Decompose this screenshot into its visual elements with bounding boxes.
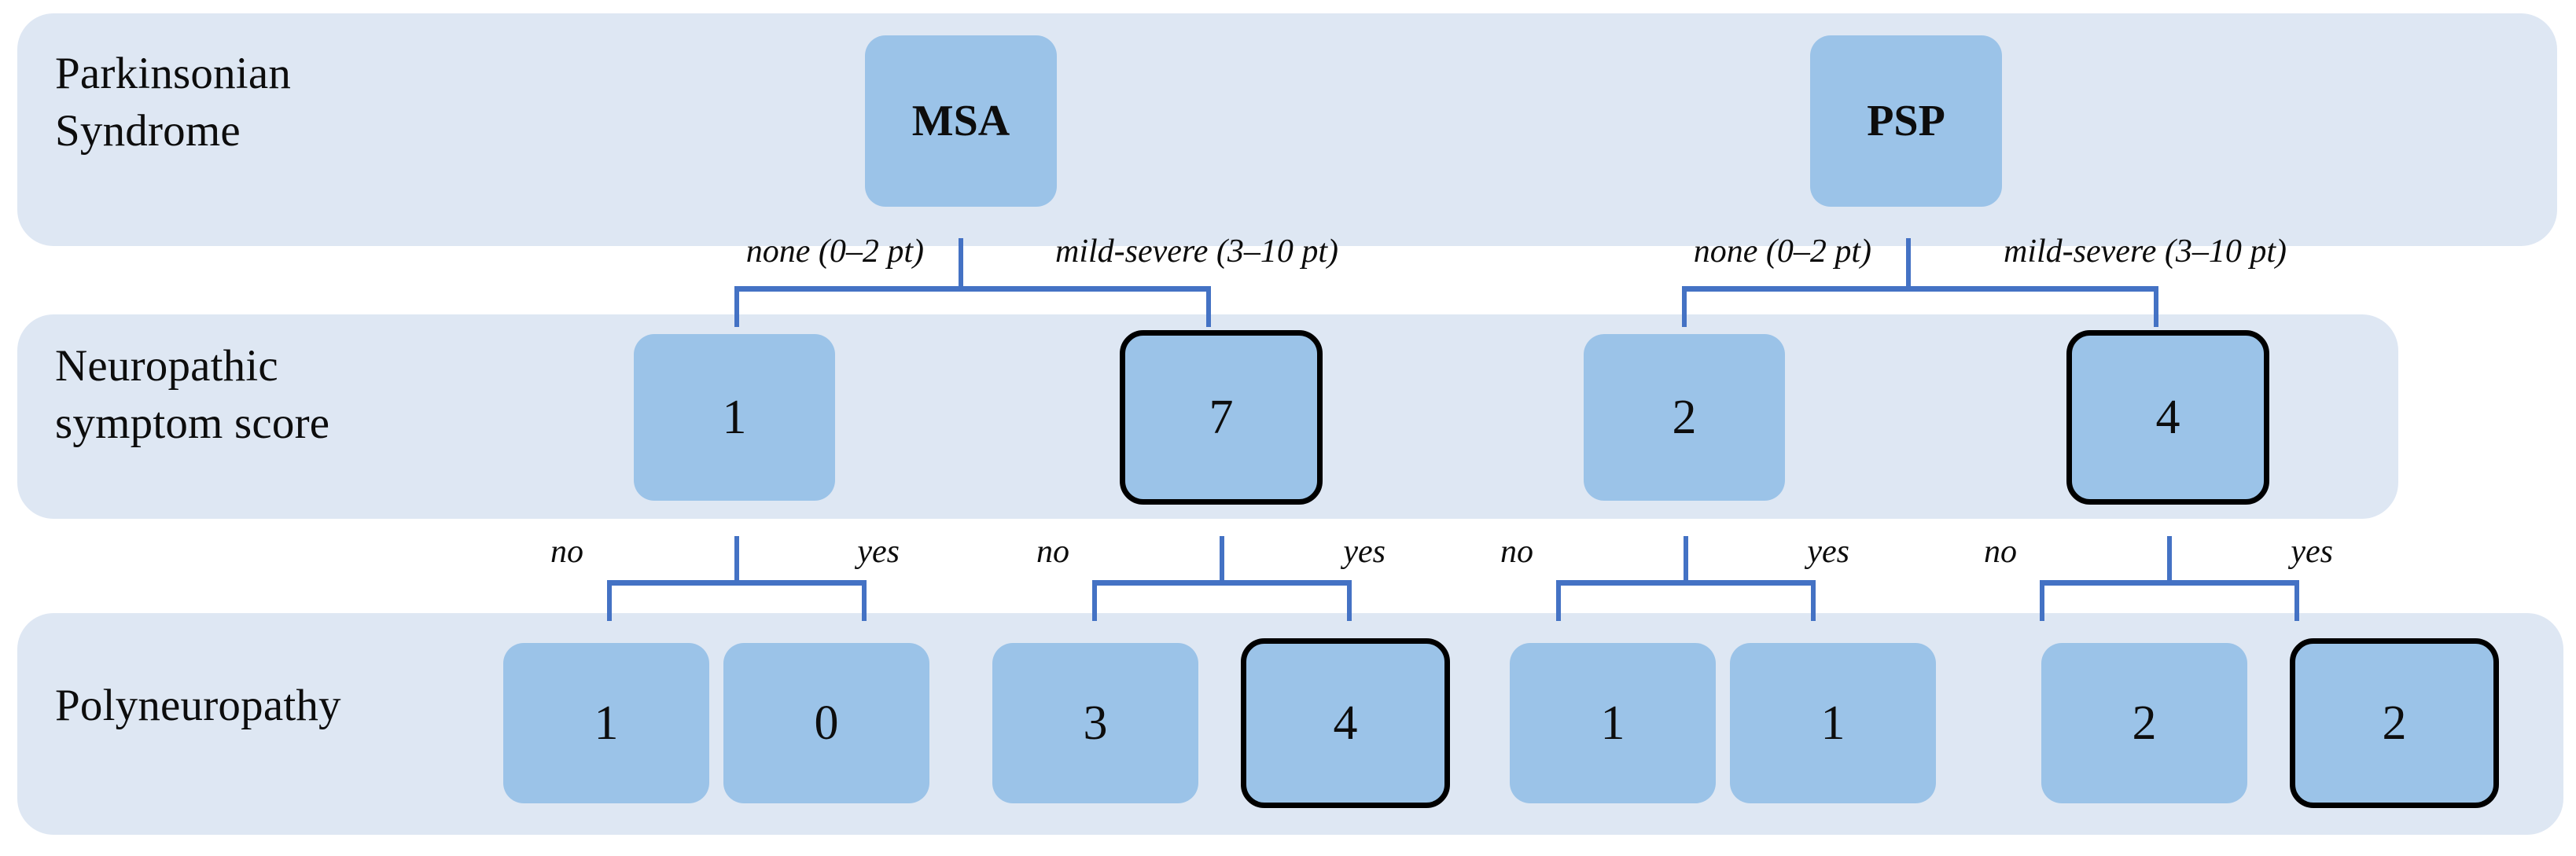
node-msa-none[interactable]: 1 — [634, 334, 835, 501]
node-msa-mild-severe-value: 7 — [1209, 391, 1234, 444]
node-psp-ms-yes-value: 2 — [2382, 696, 2407, 750]
connector-stem-msa — [959, 238, 963, 288]
edge-label-msa-mild-severe: mild-severe (3–10 pt) — [1055, 233, 1338, 270]
connector-drop-psp-none-yes — [1811, 580, 1816, 621]
edge-label-msa-none-yes: yes — [857, 534, 900, 570]
node-psp-none-yes-value: 1 — [1820, 696, 1846, 750]
connector-drop-msa-none-no — [607, 580, 612, 621]
node-msa-mild-severe[interactable]: 7 — [1120, 330, 1323, 505]
connector-bar-psp-none — [1556, 580, 1816, 586]
connector-drop-msa-mild-severe — [1206, 286, 1211, 327]
node-msa-none-value: 1 — [722, 391, 747, 444]
node-psp-none-yes[interactable]: 1 — [1730, 643, 1936, 803]
connector-stem-msa-none — [734, 536, 739, 583]
node-msa-none-yes[interactable]: 0 — [723, 643, 929, 803]
node-msa-none-no-value: 1 — [594, 696, 619, 750]
row-label-polyneuropathy: Polyneuropathy — [55, 681, 341, 730]
connector-stem-psp-mild-severe — [2167, 536, 2172, 583]
edge-label-msa-none-no: no — [550, 534, 583, 570]
edge-label-msa-ms-yes: yes — [1343, 534, 1386, 570]
connector-drop-msa-none — [734, 286, 739, 327]
connector-bar-psp — [1682, 286, 2158, 292]
edge-label-psp-mild-severe: mild-severe (3–10 pt) — [2004, 233, 2287, 270]
node-psp[interactable]: PSP — [1810, 35, 2002, 207]
node-psp-label: PSP — [1867, 97, 1945, 145]
connector-stem-psp — [1906, 238, 1911, 288]
connector-stem-msa-mild-severe — [1220, 536, 1224, 583]
row-label-neuropathic-symptom-score: Neuropathic symptom score — [55, 341, 330, 448]
edge-label-psp-none-no: no — [1500, 534, 1533, 570]
node-msa-ms-yes[interactable]: 4 — [1241, 638, 1450, 808]
edge-label-msa-ms-no: no — [1036, 534, 1069, 570]
connector-drop-psp-none — [1682, 286, 1687, 327]
node-psp-none-no[interactable]: 1 — [1510, 643, 1716, 803]
connector-stem-psp-none — [1684, 536, 1688, 583]
edge-label-psp-none-yes: yes — [1807, 534, 1849, 570]
node-msa-none-no[interactable]: 1 — [503, 643, 709, 803]
node-psp-ms-no[interactable]: 2 — [2041, 643, 2247, 803]
edge-label-psp-ms-no: no — [1984, 534, 2017, 570]
node-psp-none-value: 2 — [1672, 391, 1697, 444]
edge-label-psp-none: none (0–2 pt) — [1693, 233, 1871, 270]
node-msa-ms-no-value: 3 — [1083, 696, 1108, 750]
connector-drop-psp-ms-yes — [2294, 580, 2299, 621]
node-msa-ms-no[interactable]: 3 — [992, 643, 1198, 803]
node-psp-ms-yes[interactable]: 2 — [2290, 638, 2499, 808]
connector-drop-psp-ms-no — [2040, 580, 2044, 621]
connector-drop-msa-ms-yes — [1347, 580, 1352, 621]
connector-bar-psp-mild-severe — [2040, 580, 2299, 586]
connector-bar-msa-none — [607, 580, 867, 586]
row-label-parkinsonian-syndrome: Parkinsonian Syndrome — [55, 49, 292, 156]
edge-label-msa-none: none (0–2 pt) — [745, 233, 924, 270]
edge-label-psp-ms-yes: yes — [2291, 534, 2333, 570]
node-psp-none[interactable]: 2 — [1584, 334, 1785, 501]
node-psp-ms-no-value: 2 — [2132, 696, 2157, 750]
connector-drop-psp-none-no — [1556, 580, 1561, 621]
connector-drop-msa-none-yes — [862, 580, 867, 621]
node-msa-label: MSA — [911, 97, 1010, 145]
node-psp-mild-severe-value: 4 — [2155, 391, 2180, 444]
node-msa-ms-yes-value: 4 — [1333, 696, 1358, 750]
node-msa-none-yes-value: 0 — [814, 696, 839, 750]
band-row-parkinsonian-syndrome — [17, 13, 2557, 246]
connector-bar-msa-mild-severe — [1092, 580, 1352, 586]
connector-drop-psp-mild-severe — [2154, 286, 2158, 327]
node-psp-mild-severe[interactable]: 4 — [2066, 330, 2269, 505]
connector-bar-msa — [734, 286, 1211, 292]
node-psp-none-no-value: 1 — [1600, 696, 1625, 750]
connector-drop-msa-ms-no — [1092, 580, 1097, 621]
node-msa[interactable]: MSA — [865, 35, 1057, 207]
